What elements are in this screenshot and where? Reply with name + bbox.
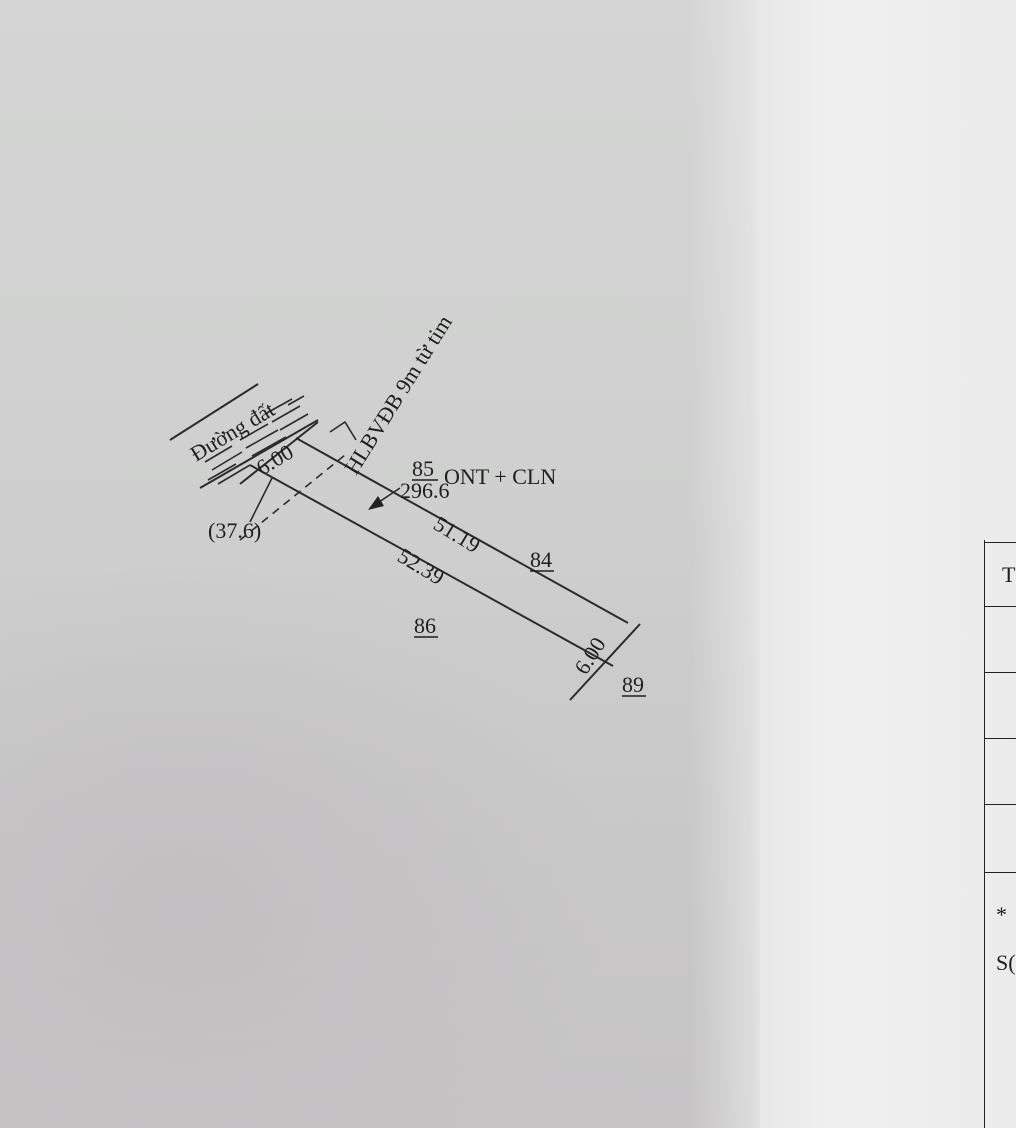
table-row-line xyxy=(984,738,1016,739)
back-width-label: 6.00 xyxy=(569,633,611,679)
table-row-line xyxy=(984,872,1016,873)
corridor-label: HLBVĐB 9m từ tim xyxy=(339,311,457,479)
front-width-label: 6.00 xyxy=(252,439,298,480)
corridor-bracket xyxy=(329,420,357,441)
area-arrow-head xyxy=(368,496,384,510)
plot-edge-lower xyxy=(249,464,614,667)
plot-edge-upper xyxy=(295,437,629,624)
facing-page xyxy=(760,0,1016,1128)
table-row-char: S( xyxy=(996,950,1016,975)
neighbor-parcel-89: 89 xyxy=(622,672,644,697)
corridor-dashed-line xyxy=(239,454,346,541)
parcel-number: 85 xyxy=(412,456,434,481)
table-row-line xyxy=(984,672,1016,673)
parcel-area: 296.6 xyxy=(400,478,450,503)
table-row-line xyxy=(984,542,1016,543)
lower-length-label: 52.39 xyxy=(393,543,448,590)
table-row-line xyxy=(984,804,1016,805)
table-header-char: T xyxy=(1002,562,1016,587)
table-left-border xyxy=(984,540,985,1128)
plot-edge-front xyxy=(239,421,319,485)
road-edge-bottom xyxy=(199,419,319,489)
paper-shadow xyxy=(0,560,620,1128)
plot-edge-back xyxy=(569,623,641,701)
table-row-line xyxy=(984,606,1016,607)
road-area: (37.6) xyxy=(208,518,261,543)
road-edge-top xyxy=(169,383,259,441)
road-area-leader xyxy=(249,477,273,523)
upper-length-label: 51.19 xyxy=(429,511,484,558)
road-hatching xyxy=(204,395,309,485)
neighbor-parcel-84: 84 xyxy=(530,547,552,572)
table-asterisk: * xyxy=(996,902,1007,927)
info-table-fragment: T * S( xyxy=(984,540,1016,1128)
land-use-label: ONT + CLN xyxy=(444,464,556,489)
neighbor-parcel-86: 86 xyxy=(414,613,436,638)
